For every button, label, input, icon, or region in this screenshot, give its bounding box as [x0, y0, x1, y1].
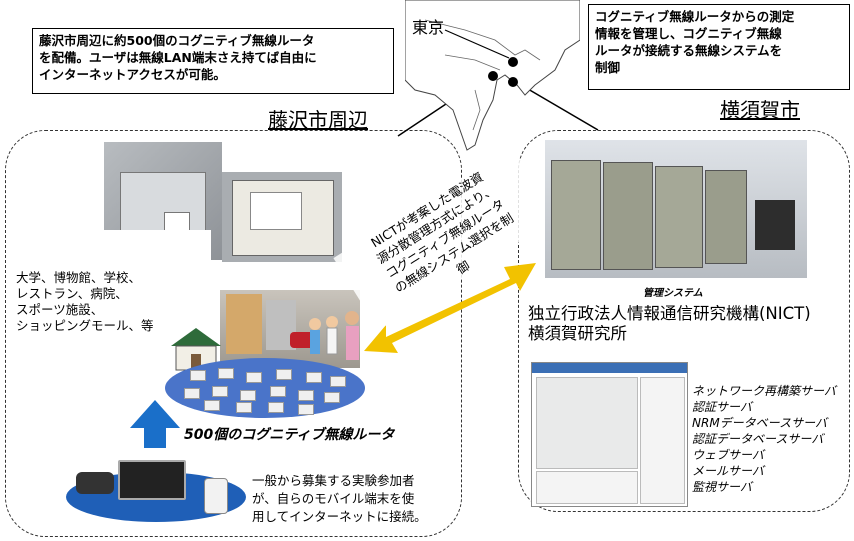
- fujisawa-title: 藤沢市周辺: [268, 108, 368, 132]
- control-arrow-icon: [364, 263, 536, 353]
- router-board-photo: [222, 172, 342, 262]
- game-device-icon: [76, 472, 114, 494]
- router-cube-icon: [240, 390, 256, 401]
- yokosuka-marker: [508, 77, 518, 87]
- router-cube-icon: [204, 400, 220, 411]
- server-item: NRMデータベースサーバ: [692, 416, 827, 430]
- participants-line: 用してインターネットに接続。: [252, 509, 427, 524]
- left-callout-line: 藤沢市周辺に約500個のコグニティブ無線ルータ: [39, 33, 315, 48]
- router-cubes: [180, 366, 350, 415]
- router-cube-icon: [276, 369, 292, 380]
- router-cube-icon: [268, 402, 284, 413]
- router-cube-icon: [190, 370, 206, 381]
- router-cube-icon: [298, 390, 314, 401]
- router-cube-icon: [270, 386, 286, 397]
- right-callout-line: ルータが接続する無線システムを: [595, 43, 783, 58]
- router-cube-icon: [184, 388, 200, 399]
- org-line: 横須賀研究所: [528, 324, 627, 343]
- yokosuka-region: [518, 130, 850, 512]
- management-ui-screenshot: [531, 362, 688, 507]
- right-callout: コグニティブ無線ルータからの測定 情報を管理し、コグニティブ無線 ルータが接続す…: [588, 4, 850, 90]
- participants-line: が、自らのモバイル端末を使: [252, 491, 415, 506]
- tokyo-marker: [508, 57, 518, 67]
- router-cube-icon: [324, 392, 340, 403]
- tokyo-label: 東京: [412, 18, 445, 37]
- left-callout: 藤沢市周辺に約500個のコグニティブ無線ルータ を配備。ユーザは無線LAN端末さ…: [32, 28, 394, 94]
- system-caption: 管理システム: [643, 288, 703, 299]
- left-callout-line: を配備。ユーザは無線LAN端末さえ持てば自由に: [39, 50, 317, 65]
- router-cube-icon: [218, 368, 234, 379]
- laptop-icon: [118, 460, 186, 500]
- places-box: 大学、博物館、学校、 レストラン、病院、 スポーツ施設、 ショッピングモール、等: [16, 230, 211, 340]
- server-item: 監視サーバ: [692, 480, 752, 494]
- fujisawa-region: [5, 130, 462, 537]
- people-icon: [309, 311, 359, 360]
- server-item: ウェブサーバ: [692, 448, 764, 462]
- up-arrow-icon: [130, 400, 180, 448]
- org-text: 独立行政法人情報通信研究機構(NICT) 横須賀研究所: [528, 304, 811, 344]
- router-cube-icon: [212, 386, 228, 397]
- places-line: 大学、博物館、学校、: [16, 270, 142, 285]
- places-line: スポーツ施設、: [16, 302, 104, 317]
- yokosuka-title: 横須賀市: [720, 98, 800, 122]
- router-cube-icon: [330, 376, 346, 387]
- router-cube-icon: [298, 404, 314, 415]
- server-item: 認証サーバ: [692, 400, 752, 414]
- router-cube-icon: [306, 372, 322, 383]
- router-cube-icon: [236, 402, 252, 413]
- participants-text: 一般から募集する実験参加者 が、自らのモバイル端末を使 用してインターネットに接…: [252, 472, 427, 526]
- places-line: レストラン、病院、: [16, 286, 128, 301]
- router-caption: 500個のコグニティブ無線ルータ: [184, 427, 395, 443]
- org-line: 独立行政法人情報通信研究機構(NICT): [528, 304, 811, 323]
- right-callout-line: コグニティブ無線ルータからの測定: [595, 9, 795, 24]
- left-callout-line: インターネットアクセスが可能。: [39, 67, 226, 82]
- server-item: ネットワーク再構築サーバ: [692, 384, 836, 398]
- server-item: 認証データベースサーバ: [692, 432, 824, 446]
- right-callout-line: 制御: [595, 60, 621, 75]
- router-cube-icon: [246, 372, 262, 383]
- right-callout-line: 情報を管理し、コグニティブ無線: [595, 26, 782, 41]
- server-list: ネットワーク再構築サーバ 認証サーバ NRMデータベースサーバ 認証データベース…: [692, 383, 836, 495]
- music-player-icon: [204, 478, 228, 514]
- fujisawa-marker: [488, 71, 498, 81]
- server-room-photo: [545, 140, 807, 278]
- kanto-map: [405, 0, 580, 151]
- server-item: メールサーバ: [692, 464, 764, 478]
- places-line: ショッピングモール、等: [16, 318, 154, 333]
- participants-line: 一般から募集する実験参加者: [252, 473, 415, 488]
